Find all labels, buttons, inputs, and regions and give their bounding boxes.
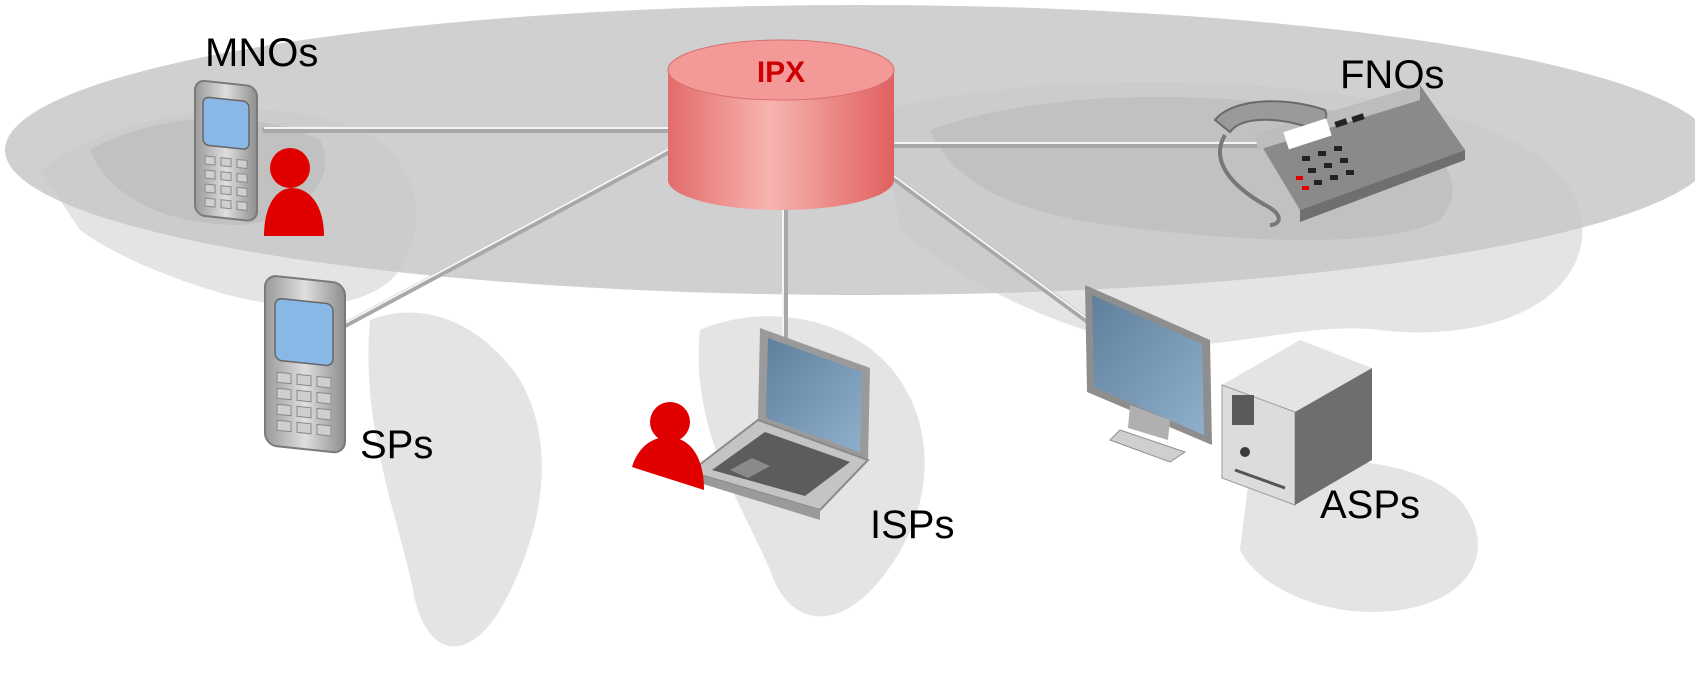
desktop-computer-icon bbox=[1085, 285, 1372, 506]
link-sps bbox=[342, 142, 683, 328]
isps-label: ISPs bbox=[870, 503, 954, 547]
ipx-hub[interactable]: IPX bbox=[667, 39, 895, 210]
mobile-phone-icon bbox=[264, 275, 346, 454]
user-icon bbox=[632, 402, 704, 490]
mnos-label: MNOs bbox=[205, 31, 318, 75]
link-highlights bbox=[264, 127, 1291, 346]
ipx-label: IPX bbox=[757, 56, 805, 89]
laptop-icon bbox=[687, 328, 870, 520]
sps-label: SPs bbox=[360, 423, 433, 467]
asps-label: ASPs bbox=[1320, 483, 1420, 527]
mobile-phone-icon bbox=[194, 79, 258, 222]
link-asps bbox=[887, 172, 1103, 333]
asps-node[interactable]: ASPs bbox=[1085, 285, 1420, 527]
network-links bbox=[262, 127, 1293, 348]
desk-phone-icon bbox=[1213, 85, 1465, 227]
sps-node[interactable]: SPs bbox=[264, 275, 433, 467]
isps-node[interactable]: ISPs bbox=[632, 328, 954, 547]
fnos-node[interactable]: FNOs bbox=[1213, 53, 1465, 227]
fnos-label: FNOs bbox=[1340, 53, 1444, 97]
user-icon bbox=[264, 148, 324, 236]
mnos-node[interactable]: MNOs bbox=[194, 31, 324, 236]
